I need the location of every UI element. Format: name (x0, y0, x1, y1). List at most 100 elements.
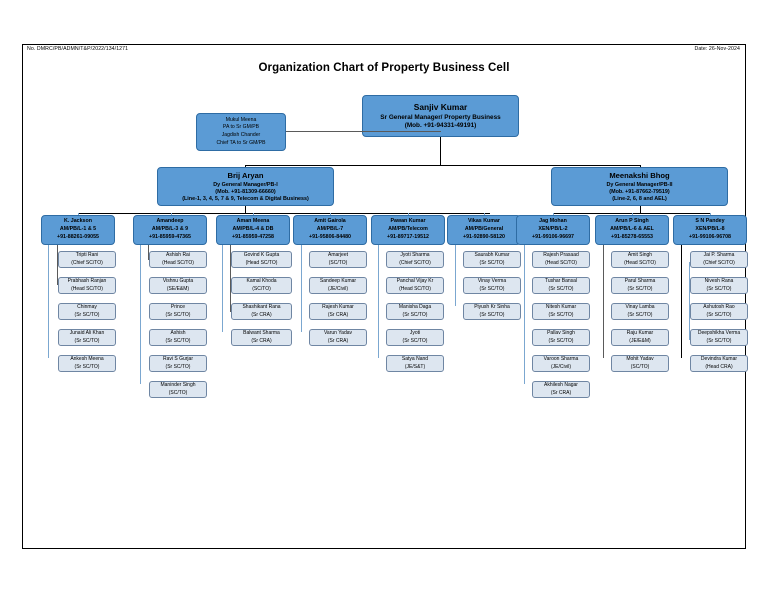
node-staff-2-3[interactable]: Prince (Sr SC/TO) (149, 303, 207, 320)
node-manager-5[interactable]: Pawan Kumar AM/PB/Telecom +91-89717-1951… (371, 215, 445, 245)
node-staff-1-1[interactable]: Tripti Rani (Chief SC/TO) (58, 251, 116, 268)
node-manager-2-mobile: +91-85959-47365 (149, 233, 191, 240)
node-manager-8-name: Arun P Singh (615, 218, 649, 225)
node-staff-1-2[interactable]: Prabhash Ranjan (Head SC/TO) (58, 277, 116, 294)
node-secretariat[interactable]: Mukul Meena PA to Sr GM/PB Jagdish Chand… (196, 113, 286, 151)
node-staff-1-5[interactable]: Ankesh Meena (Sr SC/TO) (58, 355, 116, 372)
secretariat-pa-name: Mukul Meena (225, 116, 257, 123)
staff-name: Akhilesh Nagar (544, 382, 578, 389)
node-staff-7-3[interactable]: Nitesh Kumar (Sr SC/TO) (532, 303, 590, 320)
node-staff-3-1[interactable]: Govind K Gupta (Head SC/TO) (231, 251, 292, 268)
staff-name: Pallav Singh (547, 330, 575, 337)
node-manager-3[interactable]: Aman Meena AM/PB/L-4 & DB +91-85959-4725… (216, 215, 290, 245)
node-manager-2[interactable]: Amandeep AM/PB/L-3 & 9 +91-85959-47365 (133, 215, 207, 245)
node-manager-8[interactable]: Arun P Singh AM/PB/L-6 & AEL +91-85278-6… (595, 215, 669, 245)
staff-role: (Sr SC/TO) (165, 337, 191, 344)
staff-role: (Head SC/TO) (245, 259, 278, 266)
node-staff-3-2[interactable]: Kamal Khoda (SC/TO) (231, 277, 292, 294)
node-staff-2-4[interactable]: Ashish (Sr SC/TO) (149, 329, 207, 346)
node-manager-7-designation: XEN/PB/L-2 (538, 226, 568, 233)
staff-name: Ankesh Meena (70, 356, 104, 363)
node-manager-6-mobile: +91-92890-58120 (463, 233, 505, 240)
node-dgm-2-scope: (Line-2, 6, 8 and AEL) (612, 195, 667, 202)
node-staff-1-4[interactable]: Junaid Ali Khan (Sr SC/TO) (58, 329, 116, 346)
node-sgm-name: Sanjiv Kumar (413, 101, 468, 112)
node-staff-7-4[interactable]: Pallav Singh (Sr SC/TO) (532, 329, 590, 346)
staff-role: (SC/TO) (630, 363, 650, 370)
node-staff-6-2[interactable]: Vinay Verma (Sr SC/TO) (463, 277, 521, 294)
node-staff-5-2[interactable]: Panchal Vijay Kr (Head SC/TO) (386, 277, 444, 294)
node-staff-7-1[interactable]: Rajesh Prasaad (Head SC/TO) (532, 251, 590, 268)
staff-role: (Chief SC/TO) (399, 259, 431, 266)
staff-role: (Head SC/TO) (71, 285, 103, 292)
staff-role: (Sr CRA) (327, 311, 349, 318)
node-staff-8-2[interactable]: Parul Sharma (Sr SC/TO) (611, 277, 669, 294)
connector-dgm1-drop (245, 206, 247, 214)
staff-role: (Sr SC/TO) (627, 285, 653, 292)
node-staff-5-5[interactable]: Satya Nand (JE/S&T) (386, 355, 444, 372)
staff-name: Prabhash Ranjan (67, 278, 107, 285)
staff-name: Mohit Yadav (626, 356, 654, 363)
node-staff-5-3[interactable]: Manisha Daga (Sr SC/TO) (386, 303, 444, 320)
node-staff-9-2[interactable]: Nivesh Rana (Sr SC/TO) (690, 277, 748, 294)
node-staff-8-1[interactable]: Amit Singh (Head SC/TO) (611, 251, 669, 268)
staff-name: Govind K Gupta (243, 252, 280, 259)
node-staff-2-5[interactable]: Ravi S Gurjar (Sr SC/TO) (149, 355, 207, 372)
node-staff-5-1[interactable]: Jyoti Sharma (Chief SC/TO) (386, 251, 444, 268)
staff-name: Ashish (170, 330, 186, 337)
staff-role: (Sr SC/TO) (165, 311, 191, 318)
node-staff-4-2[interactable]: Sandeep Kumar (JE/Civil) (309, 277, 367, 294)
staff-name: Varoon Sharma (543, 356, 579, 363)
node-staff-4-4[interactable]: Varun Yadav (Sr CRA) (309, 329, 367, 346)
node-manager-3-designation: AM/PB/L-4 & DB (232, 226, 274, 233)
node-staff-6-3[interactable]: Piyush Kr Sinha (Sr SC/TO) (463, 303, 521, 320)
staff-name: Piyush Kr Sinha (474, 304, 510, 311)
staff-name: Balwant Sharma (243, 330, 280, 337)
connector-dgm-bar (245, 165, 641, 167)
node-staff-7-6[interactable]: Akhilesh Nagar (Sr CRA) (532, 381, 590, 398)
node-sgm-mobile: (Mob. +91-94331-49191) (404, 122, 477, 130)
node-staff-9-5[interactable]: Devindra Kumar (Head CRA) (690, 355, 748, 372)
staff-name: Amarjeet (327, 252, 348, 259)
staff-role: (Sr SC/TO) (706, 311, 732, 318)
node-sgm[interactable]: Sanjiv Kumar Sr General Manager/ Propert… (362, 95, 519, 137)
node-staff-9-4[interactable]: Deepshikha Verma (Sr SC/TO) (690, 329, 748, 346)
staff-role: (Sr SC/TO) (479, 285, 505, 292)
staff-name: Vishnu Gupta (162, 278, 194, 285)
node-manager-1[interactable]: K. Jackson AM/PB/L-1 & 5 +91-88261-09055 (41, 215, 115, 245)
staff-role: (Sr SC/TO) (548, 311, 574, 318)
node-staff-5-4[interactable]: Jyoti (Sr SC/TO) (386, 329, 444, 346)
node-staff-7-5[interactable]: Varoon Sharma (JE/Civil) (532, 355, 590, 372)
node-manager-4[interactable]: Amit Gairola AM/PB/L-7 +91-95806-84480 (293, 215, 367, 245)
node-staff-9-1[interactable]: Jai P. Sharma (Chief SC/TO) (690, 251, 748, 268)
node-manager-5-mobile: +91-89717-19512 (387, 233, 429, 240)
staff-name: Manisha Daga (398, 304, 432, 311)
staff-name: Prince (170, 304, 186, 311)
node-staff-2-2[interactable]: Vishnu Gupta (SE/E&M) (149, 277, 207, 294)
staff-role: (Sr SC/TO) (74, 363, 100, 370)
node-staff-6-1[interactable]: Saurabh Kumar (Sr SC/TO) (463, 251, 521, 268)
node-staff-9-3[interactable]: Ashutosh Rao (Sr SC/TO) (690, 303, 748, 320)
node-staff-8-3[interactable]: Vinay Lamba (Sr SC/TO) (611, 303, 669, 320)
node-staff-3-3[interactable]: Shashikant Rana (Sr CRA) (231, 303, 292, 320)
node-staff-8-5[interactable]: Mohit Yadav (SC/TO) (611, 355, 669, 372)
node-manager-6[interactable]: Vikas Kumar AM/PB/General +91-92890-5812… (447, 215, 521, 245)
node-staff-3-4[interactable]: Balwant Sharma (Sr CRA) (231, 329, 292, 346)
node-staff-2-6[interactable]: Maninder Singh (SC/TO) (149, 381, 207, 398)
staff-name: Raju Kumar (626, 330, 654, 337)
node-staff-8-4[interactable]: Raju Kumar (JE/E&M) (611, 329, 669, 346)
staff-role: (JE/S&T) (404, 363, 426, 370)
node-staff-4-1[interactable]: Amarjeet (SC/TO) (309, 251, 367, 268)
node-staff-2-1[interactable]: Ashish Rai (Head SC/TO) (149, 251, 207, 268)
node-manager-1-name: K. Jackson (64, 218, 92, 225)
node-manager-8-mobile: +91-85278-65553 (611, 233, 653, 240)
node-staff-7-2[interactable]: Tushar Bansal (Sr SC/TO) (532, 277, 590, 294)
node-staff-4-3[interactable]: Rajesh Kumar (Sr CRA) (309, 303, 367, 320)
staff-role: (Sr SC/TO) (74, 311, 100, 318)
node-manager-7[interactable]: Jag Mohan XEN/PB/L-2 +91-99106-96697 (516, 215, 590, 245)
staff-name: Panchal Vijay Kr (396, 278, 434, 285)
node-dgm-2[interactable]: Meenakshi Bhog Dy General Manager/PB-II … (551, 167, 728, 206)
node-staff-1-3[interactable]: Chinmay (Sr SC/TO) (58, 303, 116, 320)
node-dgm-1[interactable]: Brij Aryan Dy General Manager/PB-I (Mob.… (157, 167, 334, 206)
node-manager-9[interactable]: S N Pandey XEN/PB/L-8 +91-99106-96708 (673, 215, 747, 245)
